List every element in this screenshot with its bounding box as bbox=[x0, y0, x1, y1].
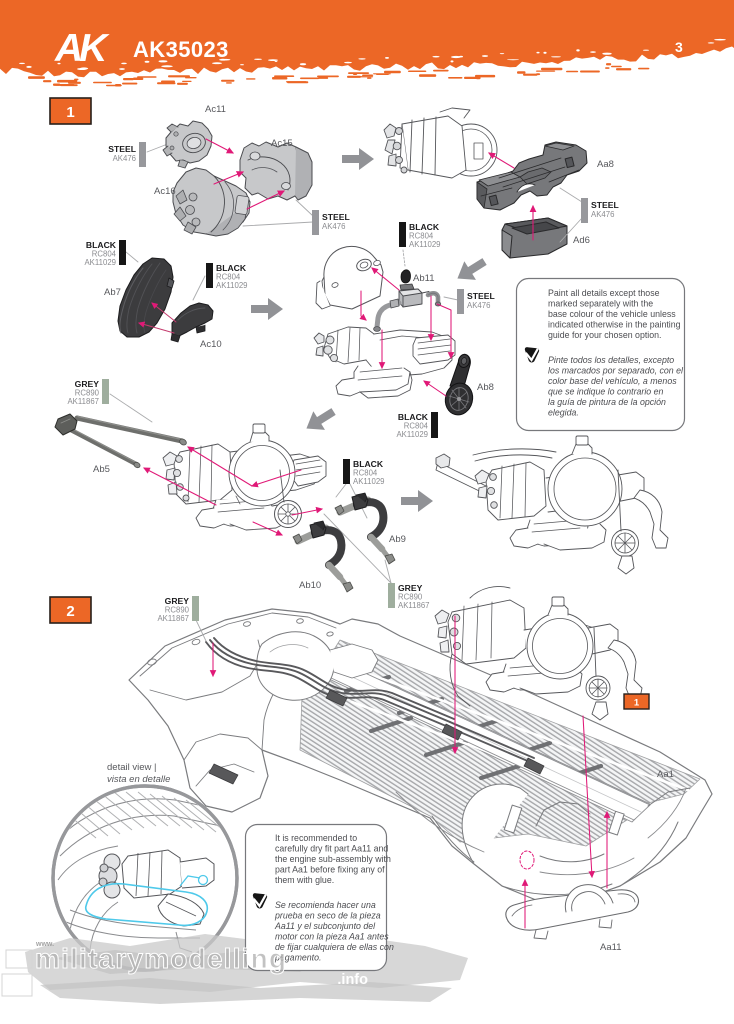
svg-text:marked separately with the: marked separately with the bbox=[548, 299, 653, 309]
svg-text:AK476: AK476 bbox=[591, 210, 614, 219]
svg-text:AK35023: AK35023 bbox=[133, 37, 229, 62]
svg-text:BLACK: BLACK bbox=[86, 240, 117, 250]
svg-text:STEEL: STEEL bbox=[467, 291, 495, 301]
svg-text:GREY: GREY bbox=[398, 583, 423, 593]
svg-text:RC804: RC804 bbox=[409, 232, 434, 241]
svg-text:BLACK: BLACK bbox=[216, 263, 247, 273]
svg-text:AK: AK bbox=[54, 27, 110, 70]
svg-text:indicated otherwise in the pai: indicated otherwise in the painting bbox=[548, 320, 681, 330]
svg-text:BLACK: BLACK bbox=[353, 459, 384, 469]
svg-text:STEEL: STEEL bbox=[108, 144, 136, 154]
svg-text:RC890: RC890 bbox=[398, 593, 423, 602]
svg-text:Ab8: Ab8 bbox=[477, 382, 494, 393]
svg-text:RC890: RC890 bbox=[75, 389, 100, 398]
svg-text:de fijar cualquiera de ellas c: de fijar cualquiera de ellas con bbox=[275, 942, 394, 952]
svg-text:RC890: RC890 bbox=[165, 606, 190, 615]
svg-text:RC804: RC804 bbox=[92, 250, 117, 259]
svg-text:carefully dry fit part Aa11 an: carefully dry fit part Aa11 and bbox=[275, 844, 388, 854]
svg-text:Ac16: Ac16 bbox=[154, 186, 176, 197]
svg-text:RC804: RC804 bbox=[216, 273, 241, 282]
svg-text:Ac10: Ac10 bbox=[200, 339, 222, 350]
svg-text:the engine sub-assembly with: the engine sub-assembly with bbox=[275, 854, 391, 864]
svg-text:Ad6: Ad6 bbox=[573, 235, 590, 246]
svg-text:Aa11: Aa11 bbox=[600, 942, 621, 953]
svg-text:militarymodelling: militarymodelling bbox=[35, 943, 287, 974]
svg-text:3: 3 bbox=[675, 39, 683, 55]
svg-text:vista en detalle: vista en detalle bbox=[107, 774, 170, 785]
svg-text:AK11867: AK11867 bbox=[398, 601, 430, 610]
svg-text:AK11867: AK11867 bbox=[157, 614, 189, 623]
svg-text:BLACK: BLACK bbox=[398, 412, 429, 422]
svg-text:AK476: AK476 bbox=[113, 154, 136, 163]
svg-text:1: 1 bbox=[634, 698, 640, 709]
svg-text:AK11029: AK11029 bbox=[409, 240, 441, 249]
svg-text:Se recomienda hacer una: Se recomienda hacer una bbox=[275, 900, 376, 910]
svg-text:guide for your chosen option.: guide for your chosen option. bbox=[548, 330, 661, 340]
svg-text:www.: www. bbox=[35, 941, 54, 948]
svg-text:It is recommended to: It is recommended to bbox=[275, 833, 357, 843]
svg-text:Ab10: Ab10 bbox=[299, 580, 321, 591]
svg-text:BLACK: BLACK bbox=[409, 222, 440, 232]
svg-text:AK11029: AK11029 bbox=[353, 477, 385, 486]
svg-text:Ac11: Ac11 bbox=[205, 104, 226, 115]
svg-text:1: 1 bbox=[66, 104, 74, 121]
svg-text:pegamento.: pegamento. bbox=[274, 953, 321, 963]
svg-text:Ab11: Ab11 bbox=[413, 273, 434, 284]
svg-text:AK11029: AK11029 bbox=[396, 430, 428, 439]
svg-text:Paint all details except those: Paint all details except those bbox=[548, 288, 660, 298]
svg-text:que se indique lo contrario en: que se indique lo contrario en bbox=[548, 387, 664, 397]
svg-text:RC804: RC804 bbox=[404, 422, 429, 431]
svg-text:.info: .info bbox=[337, 972, 368, 988]
svg-text:GREY: GREY bbox=[165, 596, 190, 606]
svg-text:prueba en seco de la pieza: prueba en seco de la pieza bbox=[274, 911, 381, 921]
svg-text:part Aa1 before fixing any of: part Aa1 before fixing any of bbox=[275, 865, 385, 875]
svg-text:STEEL: STEEL bbox=[591, 200, 619, 210]
svg-text:los marcados por separado, con: los marcados por separado, con el bbox=[548, 366, 684, 376]
svg-text:motor con la pieza Aa1 antes: motor con la pieza Aa1 antes bbox=[275, 932, 389, 942]
svg-text:STEEL: STEEL bbox=[322, 212, 350, 222]
svg-text:GREY: GREY bbox=[75, 379, 100, 389]
svg-text:la guía de pintura de la opció: la guía de pintura de la opción bbox=[548, 397, 666, 407]
svg-text:AK11029: AK11029 bbox=[84, 258, 116, 267]
svg-text:AK476: AK476 bbox=[467, 301, 490, 310]
svg-text:Ab7: Ab7 bbox=[104, 287, 121, 298]
svg-text:them with glue.: them with glue. bbox=[275, 875, 334, 885]
svg-text:2: 2 bbox=[66, 603, 74, 620]
svg-text:Aa8: Aa8 bbox=[597, 159, 614, 170]
svg-text:Pinte todos los detalles, exce: Pinte todos los detalles, excepto bbox=[548, 355, 674, 365]
svg-text:Aa11 y el subconjunto del: Aa11 y el subconjunto del bbox=[274, 921, 376, 931]
svg-text:color base del vehículo, a men: color base del vehículo, a menos bbox=[548, 376, 677, 386]
svg-text:Aa1: Aa1 bbox=[657, 769, 674, 780]
svg-text:Ab9: Ab9 bbox=[389, 534, 406, 545]
svg-text:AK11029: AK11029 bbox=[216, 281, 248, 290]
svg-text:elegida.: elegida. bbox=[548, 408, 579, 418]
svg-text:Ab5: Ab5 bbox=[93, 464, 110, 475]
svg-text:base colour of the vehicle unl: base colour of the vehicle unless bbox=[548, 309, 676, 319]
svg-text:RC804: RC804 bbox=[353, 469, 378, 478]
svg-text:AK476: AK476 bbox=[322, 222, 345, 231]
svg-text:AK11867: AK11867 bbox=[67, 397, 99, 406]
svg-text:Ac15: Ac15 bbox=[271, 138, 293, 149]
svg-text:detail view |: detail view | bbox=[107, 762, 156, 773]
